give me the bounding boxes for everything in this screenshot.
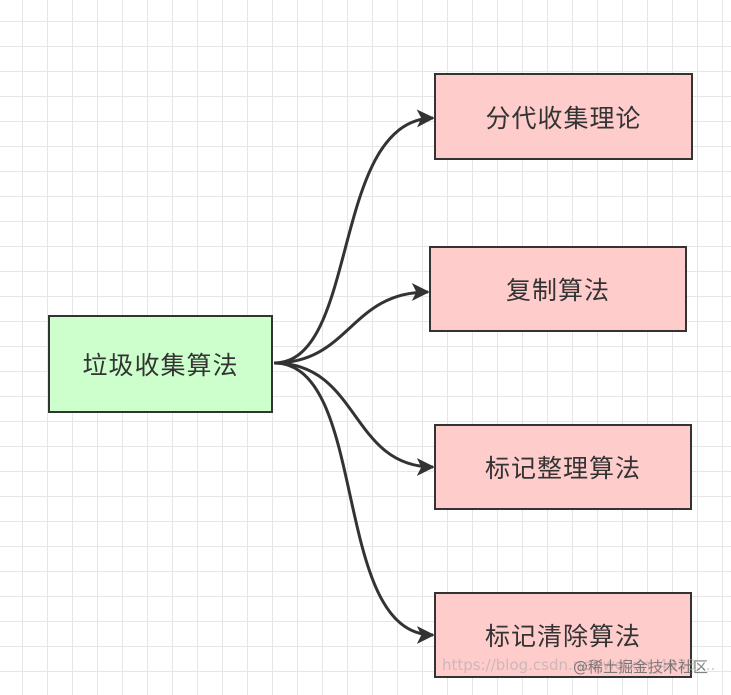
child-node-generational-theory[interactable]: 分代收集理论 (434, 73, 693, 160)
watermark-url-text: https://blog.csdn.net/weixin_4933.... (442, 656, 716, 674)
connector-to-mark-sweep-algorithm (273, 361, 435, 644)
connector-to-generational-theory (273, 109, 435, 365)
root-node-gc-algorithms[interactable]: 垃圾收集算法 (48, 315, 273, 413)
child-node-mark-sweep-algorithm[interactable]: 标记清除算法 (434, 592, 692, 678)
child-node-mark-compact-algorithm[interactable]: 标记整理算法 (434, 424, 692, 510)
connector-to-mark-compact-algorithm (273, 361, 435, 476)
connector-to-copying-algorithm (273, 283, 430, 365)
watermark-brand-text: @稀土掘金技术社区 (573, 658, 709, 676)
child-node-copying-algorithm[interactable]: 复制算法 (429, 246, 687, 332)
